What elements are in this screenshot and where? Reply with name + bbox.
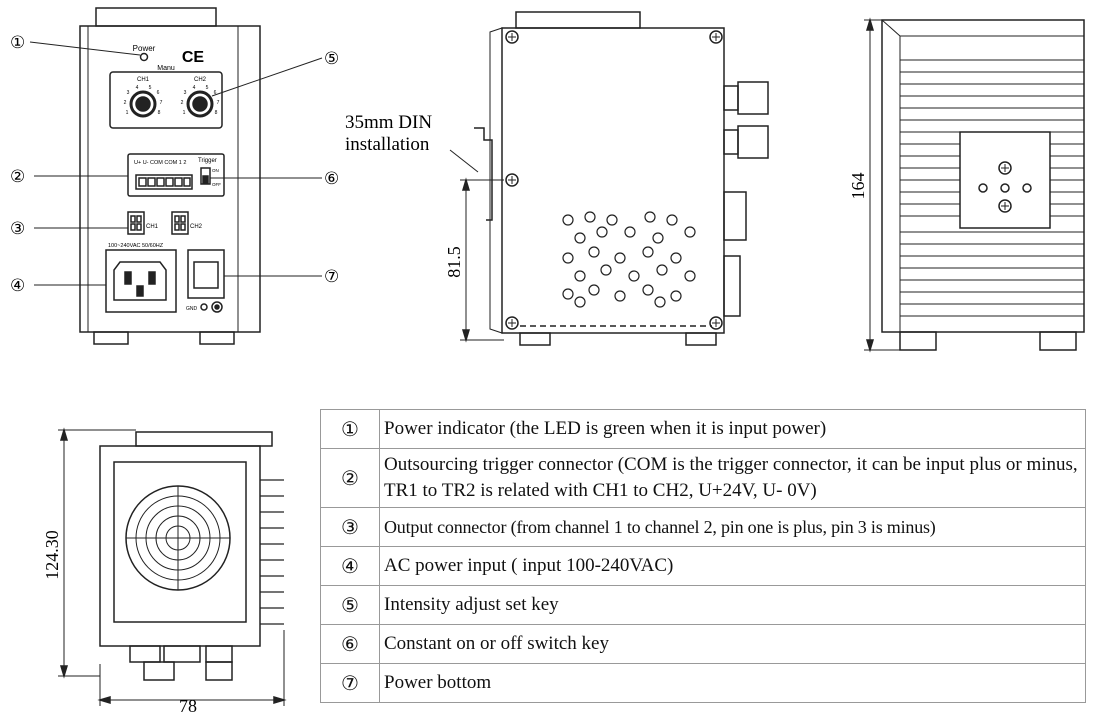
side-view bbox=[449, 11, 769, 346]
legend-row: ④ AC power input ( input 100-240VAC) bbox=[320, 546, 1086, 586]
fan-frame bbox=[113, 461, 247, 623]
legend-number: ② bbox=[320, 448, 380, 508]
front-foot-left bbox=[93, 331, 129, 345]
legend-number: ③ bbox=[320, 507, 380, 547]
ce-mark: CE bbox=[182, 49, 205, 66]
callout-leaders bbox=[29, 41, 323, 286]
legend-number: ① bbox=[320, 409, 380, 449]
dimension-124-30: 124.30 bbox=[42, 530, 62, 580]
power-label: Power bbox=[133, 44, 156, 53]
callout-2: ② bbox=[10, 167, 25, 186]
front-foot-right bbox=[199, 331, 235, 345]
dimension-81-5: 81.5 bbox=[444, 246, 464, 278]
voltage-label: 100~240VAC 50/60HZ bbox=[108, 243, 164, 249]
legend-text: Power bottom bbox=[379, 663, 1086, 703]
dial-number: 5 bbox=[149, 85, 152, 91]
legend-row: ② Outsourcing trigger connector (COM is … bbox=[320, 448, 1086, 508]
legend-text: AC power input ( input 100-240VAC) bbox=[379, 546, 1086, 586]
dial-number: 3 bbox=[184, 90, 187, 96]
ch1-dial-icon bbox=[129, 90, 157, 118]
ch2-dial-label: CH2 bbox=[194, 77, 207, 83]
legend-row: ⑥ Constant on or off switch key bbox=[320, 624, 1086, 664]
heat-sink-fins bbox=[900, 59, 1084, 317]
bottom-fins bbox=[260, 479, 284, 625]
legend-text: Power indicator (the LED is green when i… bbox=[379, 409, 1086, 449]
front-view bbox=[79, 7, 261, 345]
dial-panel bbox=[109, 71, 223, 129]
legend-number: ⑦ bbox=[320, 663, 380, 703]
power-switch bbox=[187, 249, 225, 299]
ch2-dial-icon bbox=[186, 90, 214, 118]
legend-table: ① Power indicator (the LED is green when… bbox=[320, 409, 1086, 703]
din-label-line2: installation bbox=[345, 134, 430, 155]
legend-text: Output connector (from channel 1 to chan… bbox=[379, 507, 1086, 547]
legend-text: Constant on or off switch key bbox=[379, 624, 1086, 664]
legend-row: ③ Output connector (from channel 1 to ch… bbox=[320, 507, 1086, 547]
dial-number: 6 bbox=[157, 90, 160, 96]
terminal-block bbox=[135, 174, 193, 190]
front-housing bbox=[79, 25, 261, 333]
out-ch2-label: CH2 bbox=[190, 224, 203, 230]
dial-number: 8 bbox=[215, 110, 218, 116]
dial-number: 1 bbox=[126, 110, 129, 116]
dial-number: 5 bbox=[206, 85, 209, 91]
dimension-164: 164 bbox=[848, 173, 868, 200]
ch1-dial-label: CH1 bbox=[137, 77, 150, 83]
ac-inlet bbox=[105, 249, 177, 313]
callout-5: ⑤ bbox=[324, 49, 339, 68]
legend-row: ⑦ Power bottom bbox=[320, 663, 1086, 703]
callout-7: ⑦ bbox=[324, 267, 339, 286]
dial-number: 4 bbox=[136, 85, 139, 91]
trigger-label: Trigger bbox=[198, 158, 217, 164]
vent-holes bbox=[562, 211, 696, 308]
side-panel bbox=[501, 27, 725, 334]
dial-number: 3 bbox=[127, 90, 130, 96]
right-view bbox=[864, 17, 1085, 353]
output-connector-ch2 bbox=[171, 211, 189, 235]
dial-number: 2 bbox=[181, 100, 184, 106]
power-led-icon bbox=[139, 52, 149, 62]
trigger-panel bbox=[127, 153, 225, 197]
din-bracket bbox=[959, 131, 1051, 229]
dial-number: 2 bbox=[124, 100, 127, 106]
legend-number: ⑥ bbox=[320, 624, 380, 664]
bottom-view bbox=[58, 427, 287, 706]
dial-number: 1 bbox=[183, 110, 186, 116]
bottom-top-tab bbox=[135, 431, 273, 447]
out-ch1-label: CH1 bbox=[146, 224, 159, 230]
side-top-tab bbox=[515, 11, 641, 29]
output-connector-ch1 bbox=[127, 211, 145, 235]
gnd-terminal-icon bbox=[200, 303, 208, 311]
terminal-label: U+ U- COM COM 1 2 bbox=[134, 160, 186, 166]
front-top-tab bbox=[95, 7, 217, 27]
gnd-label: GND bbox=[186, 306, 198, 312]
dial-scale: 1 2 3 4 5 6 7 8 1 2 3 4 5 6 7 8 bbox=[124, 85, 220, 116]
legend-row: ① Power indicator (the LED is green when… bbox=[320, 409, 1086, 449]
din-label-line1: 35mm DIN bbox=[345, 112, 432, 133]
dial-number: 4 bbox=[193, 85, 196, 91]
dial-number: 7 bbox=[160, 100, 163, 106]
dial-number: 6 bbox=[214, 90, 217, 96]
right-housing bbox=[881, 19, 1085, 333]
din-clip bbox=[474, 127, 493, 221]
legend-row: ⑤ Intensity adjust set key bbox=[320, 585, 1086, 625]
bottom-housing bbox=[99, 445, 261, 647]
legend-text: Outsourcing trigger connector (COM is th… bbox=[379, 448, 1086, 508]
callout-numbers: ① ② ③ ④ ⑤ ⑥ ⑦ bbox=[10, 33, 339, 295]
legend-number: ④ bbox=[320, 546, 380, 586]
dimension-78: 78 bbox=[179, 696, 197, 716]
legend-text: Intensity adjust set key bbox=[379, 585, 1086, 625]
callout-6: ⑥ bbox=[324, 169, 339, 188]
dial-number: 8 bbox=[158, 110, 161, 116]
callout-4: ④ bbox=[10, 276, 25, 295]
off-label: OFF bbox=[212, 182, 221, 187]
manu-label: Manu bbox=[157, 65, 175, 72]
constant-switch-icon bbox=[200, 167, 211, 185]
legend-number: ⑤ bbox=[320, 585, 380, 625]
callout-1: ① bbox=[10, 33, 25, 52]
dial-number: 7 bbox=[217, 100, 220, 106]
callout-3: ③ bbox=[10, 219, 25, 238]
on-label: ON bbox=[212, 168, 219, 173]
